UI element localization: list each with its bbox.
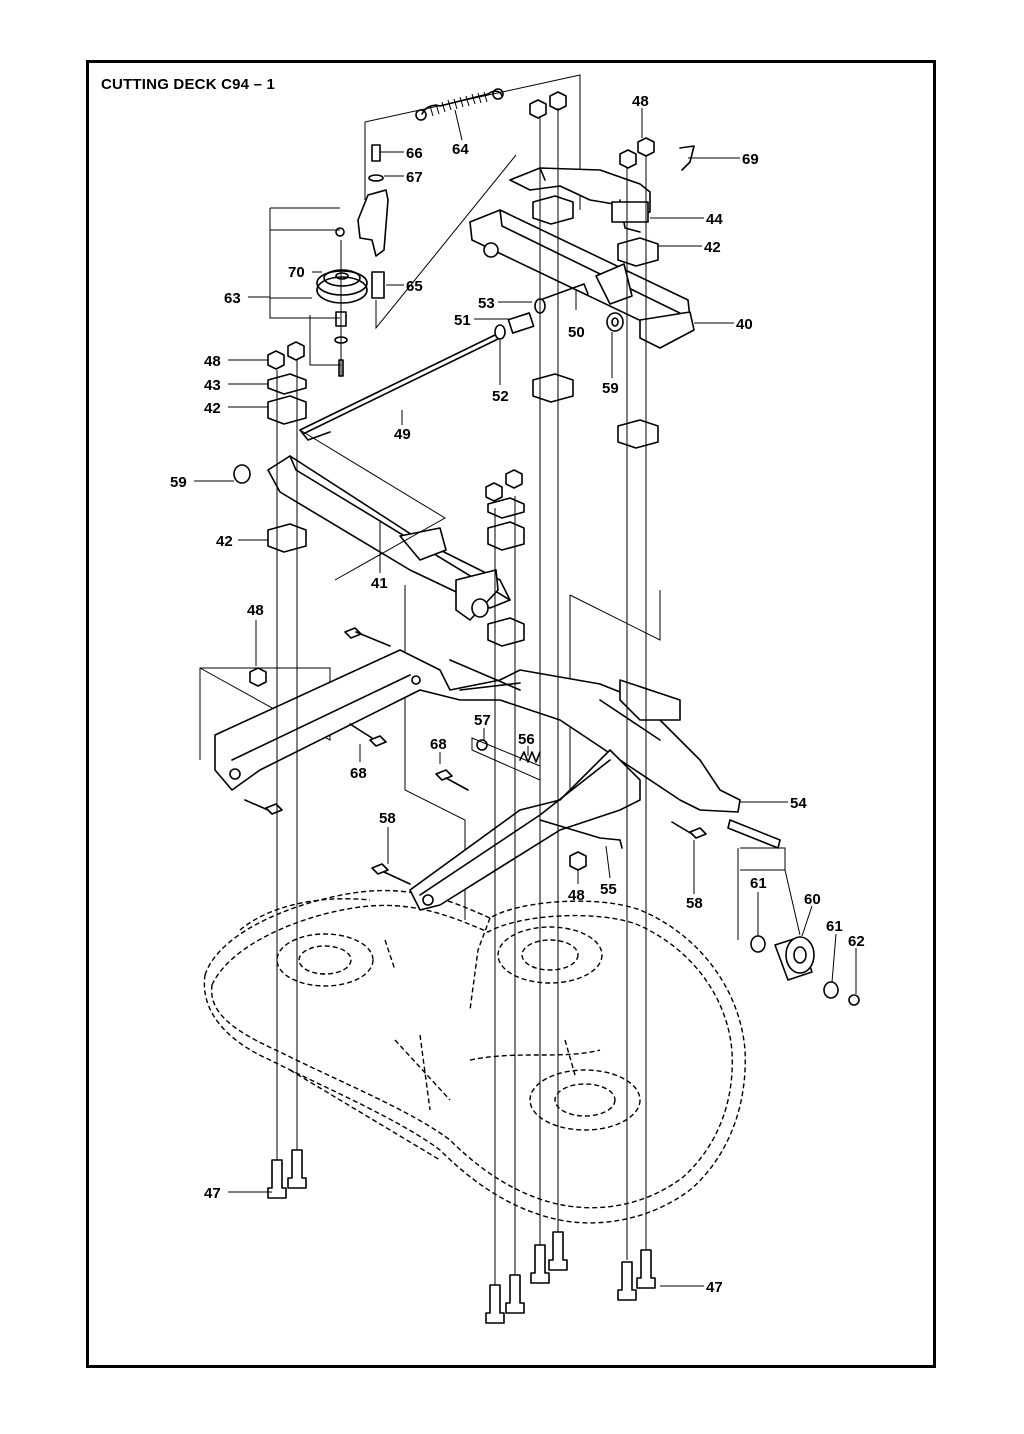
pivot-rod-54 (727, 819, 786, 871)
label-59: 59 (170, 474, 187, 491)
center-hardware-stack (485, 469, 525, 647)
label-48: 48 (632, 93, 649, 110)
clip-69 (679, 145, 695, 171)
bolts-47 (267, 1149, 656, 1324)
deck-roller-60 (737, 848, 860, 1006)
label-47: 47 (706, 1279, 723, 1296)
label-57: 57 (474, 712, 491, 729)
label-68: 68 (350, 765, 367, 782)
label-70: 70 (288, 264, 305, 281)
label-64: 64 (452, 141, 469, 158)
label-42: 42 (216, 533, 233, 550)
bracket-44 (509, 167, 651, 233)
label-41: 41 (371, 575, 388, 592)
spacer-blocks-42-right (532, 195, 659, 449)
label-55: 55 (600, 881, 617, 898)
label-62: 62 (848, 933, 865, 950)
rod-50 (539, 283, 589, 301)
label-44: 44 (706, 211, 723, 228)
label-48: 48 (204, 353, 221, 370)
label-53: 53 (478, 295, 495, 312)
idler-arm-assembly-63 (316, 144, 389, 377)
label-66: 66 (406, 145, 423, 162)
label-40: 40 (736, 316, 753, 333)
label-48: 48 (247, 602, 264, 619)
label-68: 68 (430, 736, 447, 753)
part-labels: 64 66 67 48 69 44 42 70 65 63 53 51 50 4… (170, 93, 865, 1296)
diagram-title: CUTTING DECK C94 – 1 (101, 76, 276, 93)
label-69: 69 (742, 151, 759, 168)
label-43: 43 (204, 377, 221, 394)
label-48: 48 (568, 887, 585, 904)
adjust-rod-49 (299, 334, 499, 441)
label-52: 52 (492, 388, 509, 405)
tension-spring-64 (415, 88, 504, 121)
label-50: 50 (568, 324, 585, 341)
label-65: 65 (406, 278, 423, 295)
label-67: 67 (406, 169, 423, 186)
spring-56-pin-57 (471, 737, 623, 849)
nut-59-right (606, 312, 624, 332)
label-58: 58 (686, 895, 703, 912)
label-58: 58 (379, 810, 396, 827)
bolts-68-58 (244, 627, 707, 885)
label-60: 60 (804, 891, 821, 908)
bushing-53-51 (494, 298, 546, 340)
label-59: 59 (602, 380, 619, 397)
label-61: 61 (750, 875, 767, 892)
label-61: 61 (826, 918, 843, 935)
assembly-lines (276, 108, 647, 1290)
lift-axle-40 (469, 209, 695, 349)
label-47: 47 (204, 1185, 221, 1202)
label-54: 54 (790, 795, 807, 812)
lift-arm-frame (214, 649, 741, 813)
diagram-frame (86, 60, 936, 1368)
leader-lines (194, 108, 857, 1287)
label-42: 42 (204, 400, 221, 417)
label-51: 51 (454, 312, 471, 329)
lift-axle-41 (233, 455, 511, 621)
cutting-deck-outline (203, 889, 746, 1224)
nut-48-upper (529, 91, 655, 169)
label-42: 42 (704, 239, 721, 256)
label-63: 63 (224, 290, 241, 307)
label-49: 49 (394, 426, 411, 443)
left-hardware-stack (267, 341, 307, 553)
label-56: 56 (518, 731, 535, 748)
